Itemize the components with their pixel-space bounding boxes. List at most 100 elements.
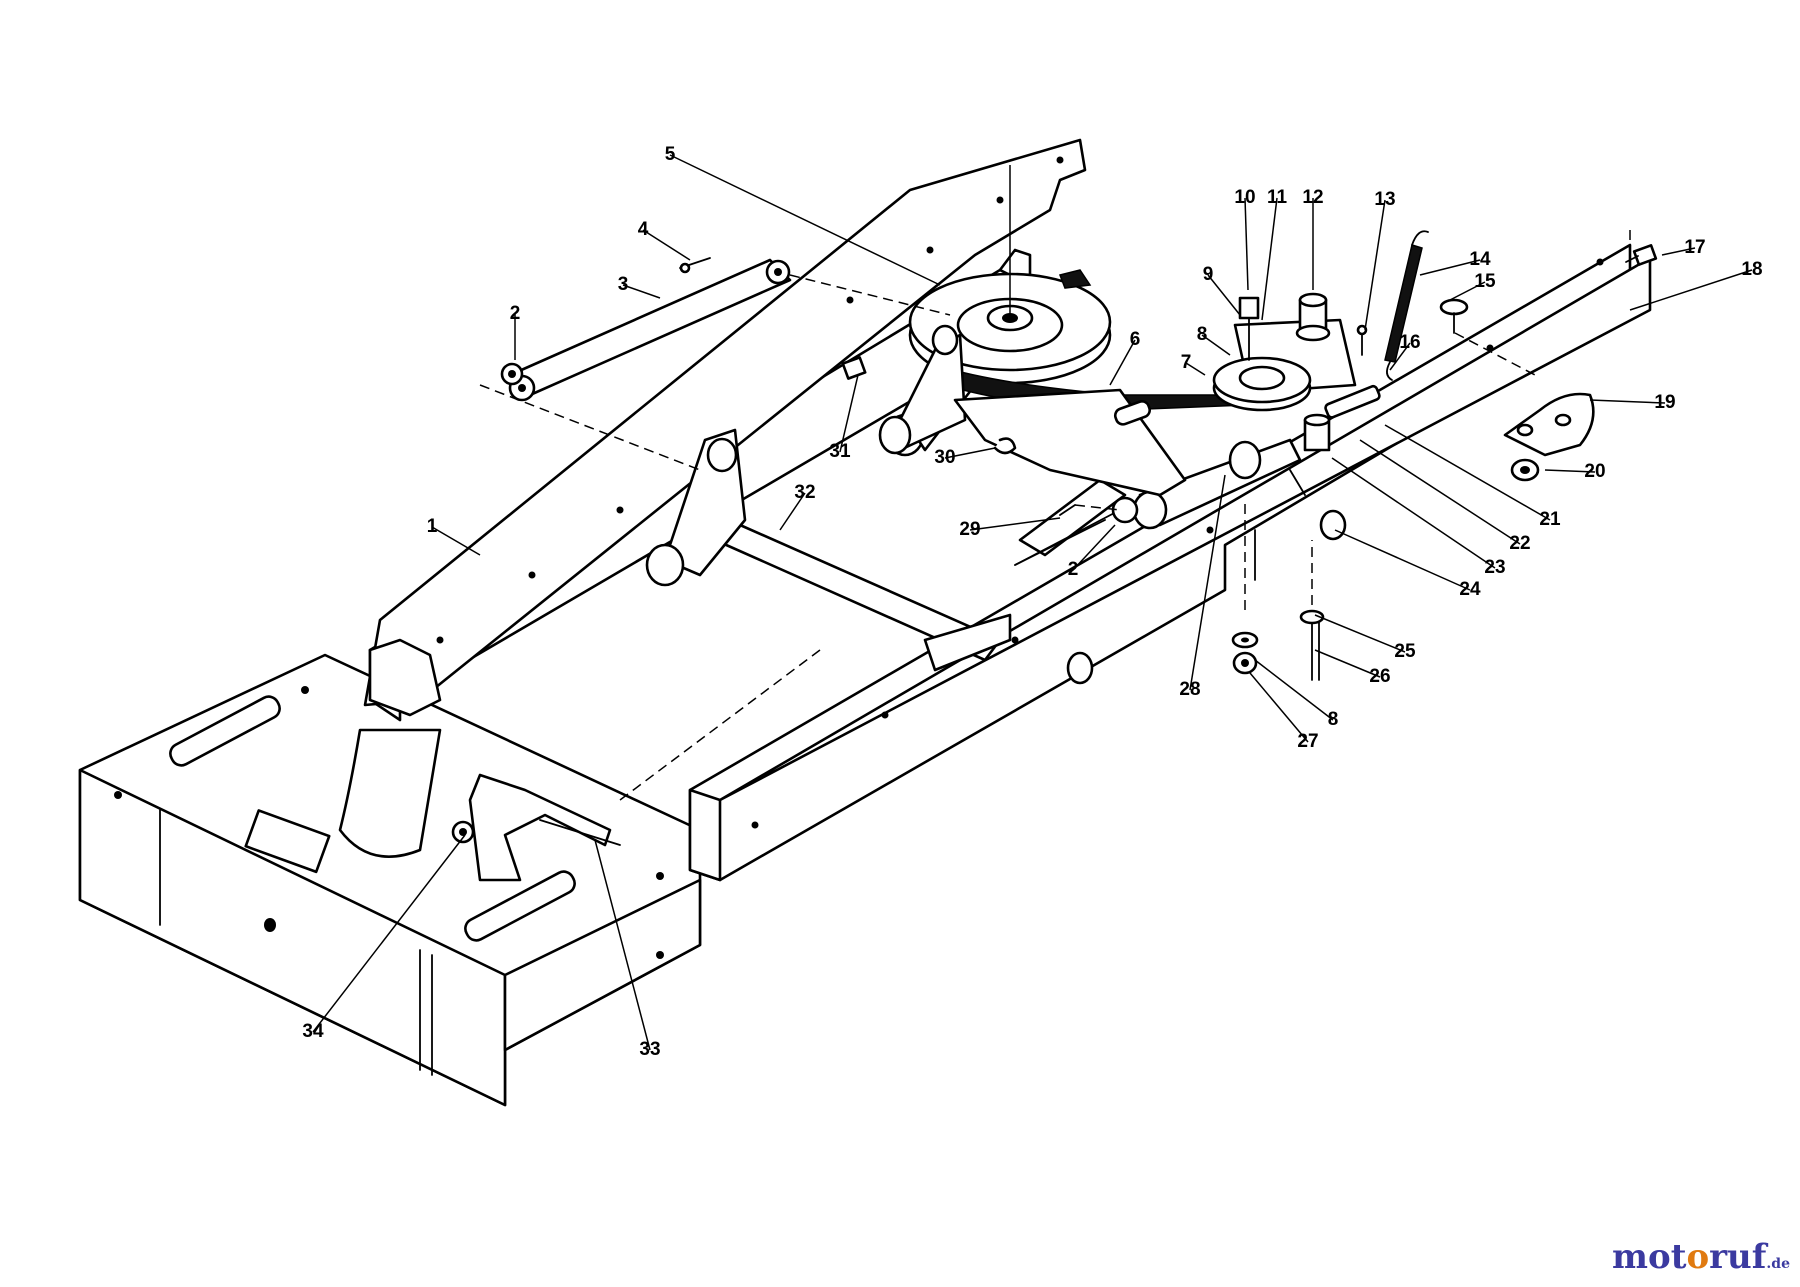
- callout-c34: 34: [302, 1021, 324, 1042]
- leader-line-c14: [1419, 259, 1481, 276]
- callout-c14: 14: [1469, 249, 1491, 270]
- callout-c13: 13: [1374, 189, 1395, 210]
- leader-line-c31: [839, 374, 859, 453]
- callout-c16: 16: [1399, 332, 1420, 353]
- callout-c18: 18: [1741, 259, 1762, 280]
- leader-line-c9: [1207, 274, 1241, 316]
- callout-c7: 7: [1181, 352, 1192, 373]
- callout-c20: 20: [1584, 461, 1605, 482]
- callout-c10: 10: [1234, 187, 1255, 208]
- callout-c25: 25: [1394, 641, 1416, 662]
- bolt-26: [1299, 609, 1325, 681]
- watermark-letter: m: [1612, 1237, 1649, 1277]
- callout-c8b: 8: [1328, 709, 1339, 730]
- leader-line-c8b: [1254, 659, 1334, 721]
- washer-2b: [1111, 496, 1139, 524]
- callout-c33: 33: [639, 1039, 660, 1060]
- leader-line-c5: [669, 154, 941, 286]
- washer-8b: [1231, 631, 1259, 649]
- pin-4: [679, 257, 711, 274]
- leader-line-c2b: [1072, 524, 1116, 571]
- leader-line-c23: [1331, 457, 1496, 569]
- bracket-19: [1503, 392, 1595, 457]
- watermark-letter: o: [1648, 1237, 1671, 1277]
- spacer-12: [1295, 292, 1331, 342]
- washer-34: [451, 820, 475, 844]
- callout-c26: 26: [1369, 666, 1390, 687]
- cotter-pin-23: [1289, 469, 1306, 496]
- callout-c19: 19: [1654, 392, 1675, 413]
- callout-c27: 27: [1297, 731, 1318, 752]
- callout-c11: 11: [1267, 187, 1288, 208]
- callout-c32: 32: [794, 482, 815, 503]
- callout-c22: 22: [1509, 533, 1530, 554]
- leader-line-c16: [1389, 342, 1411, 371]
- lever-33: [468, 773, 621, 882]
- bushing-22: [1303, 413, 1331, 452]
- callout-c12: 12: [1302, 187, 1323, 208]
- leader-line-c6: [1109, 339, 1136, 386]
- callout-c3: 3: [618, 274, 629, 295]
- carriage-bolt-15: [1439, 298, 1469, 334]
- bolt-13: [1356, 324, 1368, 356]
- leader-line-c24: [1334, 529, 1471, 591]
- leader-line-c13: [1364, 199, 1386, 331]
- center-bracket: [878, 324, 1187, 497]
- leader-line-c7: [1185, 362, 1206, 376]
- callout-c31: 31: [829, 441, 851, 462]
- watermark-letter: o: [1686, 1237, 1710, 1277]
- lock-nut-20: [1510, 458, 1540, 482]
- callout-c6: 6: [1130, 329, 1141, 350]
- frame-rail-right: [688, 243, 1652, 882]
- leader-line-c29: [969, 517, 1061, 531]
- leader-line-c32: [779, 492, 806, 531]
- bolt-21: [1324, 384, 1381, 419]
- watermark-letter: u: [1727, 1237, 1752, 1277]
- washer-2a: [500, 362, 524, 386]
- callout-c8a: 8: [1197, 324, 1208, 345]
- watermark-brand: motoruf: [1612, 1237, 1766, 1277]
- callout-c30: 30: [934, 447, 955, 468]
- callout-c17: 17: [1684, 237, 1705, 258]
- leader-line-c21: [1384, 424, 1551, 521]
- leader-line-c11: [1261, 197, 1278, 321]
- callout-c1: 1: [427, 516, 438, 537]
- callout-c29: 29: [959, 519, 980, 540]
- leader-line-c10: [1244, 197, 1249, 291]
- leader-line-c17: [1661, 247, 1696, 256]
- callout-c5: 5: [665, 144, 676, 165]
- watermark: motoruf.de: [1612, 1237, 1790, 1277]
- rear-plate: [78, 653, 702, 1107]
- callout-c21: 21: [1539, 509, 1561, 530]
- leader-line-c15: [1449, 281, 1486, 301]
- callout-c2b: 2: [1068, 559, 1079, 580]
- leader-line-c28: [1189, 474, 1226, 691]
- clevis-pin-29: [1014, 504, 1121, 566]
- leader-line-c3: [622, 284, 661, 299]
- callout-c2a: 2: [510, 303, 521, 324]
- leader-line-c30: [944, 447, 996, 459]
- leader-line-c19: [1589, 399, 1666, 404]
- callout-c24: 24: [1459, 579, 1481, 600]
- watermark-letter: t: [1670, 1237, 1687, 1277]
- extension-spring: [1384, 230, 1429, 381]
- watermark-letter: r: [1709, 1237, 1728, 1277]
- leader-line-c18: [1629, 269, 1753, 311]
- clip-31: [841, 356, 867, 380]
- callout-c28: 28: [1179, 679, 1200, 700]
- leader-line-c22: [1359, 439, 1521, 545]
- callout-c15: 15: [1474, 271, 1496, 292]
- idler-pulley: [1212, 318, 1357, 480]
- alignment-lines: [479, 230, 1631, 801]
- callout-c9: 9: [1203, 264, 1214, 285]
- nut-27: [1232, 651, 1258, 675]
- leader-line-c33: [594, 839, 651, 1051]
- leader-line-c34: [312, 834, 466, 1033]
- leader-line-c26: [1314, 649, 1381, 678]
- leader-line-c8a: [1201, 334, 1231, 356]
- leader-line-c27: [1249, 672, 1309, 743]
- leader-line-c4: [642, 229, 691, 261]
- bolt-10: [1238, 296, 1260, 361]
